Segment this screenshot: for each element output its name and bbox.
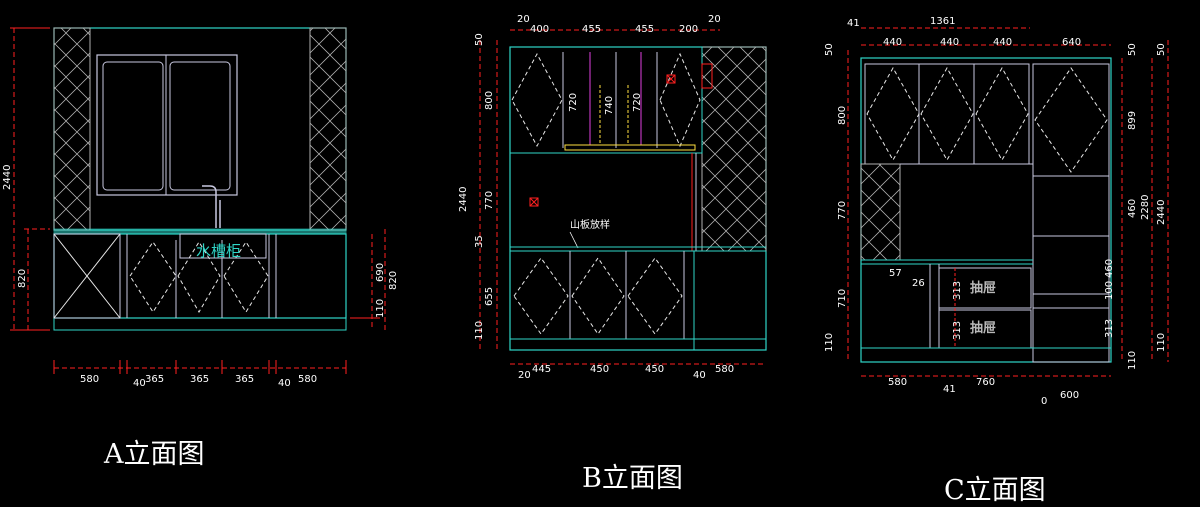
- c-dim-right-7: 110: [1127, 351, 1138, 370]
- a-dim-right-2: 110: [375, 299, 386, 318]
- c-dim-right-2: 899: [1127, 111, 1138, 130]
- c-dim-right-8: 2280: [1140, 195, 1151, 220]
- c-dim-right-6: 313: [1104, 319, 1115, 338]
- b-inner-720-a: 720: [568, 93, 579, 112]
- c-dim-bottom-5: 600: [1060, 390, 1079, 401]
- c-dim-top-2: 440: [940, 37, 959, 48]
- c-dim-inner-4: 313: [952, 321, 963, 340]
- a-stone-column-right: [309, 27, 347, 231]
- a-left-cabinet: [53, 233, 121, 319]
- c-dim-left-1: 50: [824, 43, 835, 56]
- a-dim-bottom-2: 40: [133, 378, 146, 389]
- a-dim-bottom-3: 365: [145, 374, 164, 385]
- b-dim-left-1: 50: [474, 33, 485, 46]
- c-dim-inner-2: 26: [912, 278, 925, 289]
- b-base-cabinet: [509, 250, 695, 340]
- c-dim-inner-3: 313: [952, 281, 963, 300]
- b-note-label: 山板放样: [570, 218, 610, 231]
- a-stone-column-left: [53, 27, 91, 231]
- elevation-b: 720 740 720 山板放样 20 400 455 455 200 20: [458, 14, 767, 381]
- b-dim-left-7: 110: [474, 321, 485, 340]
- caption-b: B立面图: [582, 463, 683, 494]
- c-dim-inner-1: 57: [889, 268, 902, 279]
- a-dim-bottom-5: 365: [235, 374, 254, 385]
- a-door-diagonal-1: [129, 241, 177, 313]
- b-dim-bottom-6: 580: [715, 364, 734, 375]
- b-dim-top-6: 20: [708, 14, 721, 25]
- a-faucet: [202, 185, 221, 228]
- a-dim-left-2: 820: [17, 269, 28, 288]
- c-drawer-label-1: 抽屉: [970, 280, 996, 296]
- a-dim-right-1: 690: [375, 263, 386, 282]
- c-dim-top-left: 41: [847, 18, 860, 29]
- elevation-c: 抽屉 抽屉 57 26 313 313 41 1361 440 440 440 …: [824, 16, 1169, 407]
- a-dim-right-3: 820: [388, 271, 399, 290]
- c-dim-left-2: 800: [837, 106, 848, 125]
- b-dim-left-5: 35: [474, 235, 485, 248]
- c-dim-left-5: 110: [824, 333, 835, 352]
- b-dim-top-4: 455: [635, 24, 654, 35]
- c-dim-right-4: 460: [1104, 259, 1115, 278]
- b-dim-left-3: 2440: [458, 187, 469, 212]
- c-dim-top-4: 640: [1062, 37, 1081, 48]
- b-dim-bottom-1: 20: [518, 370, 531, 381]
- b-stone-column: [701, 46, 767, 252]
- a-window-pane-left: [102, 61, 164, 191]
- c-dim-bottom-1: 580: [888, 377, 907, 388]
- c-stone-column: [860, 163, 901, 261]
- a-countertop: [53, 228, 347, 235]
- a-plinth: [53, 317, 347, 331]
- c-drawer-label-2: 抽屉: [970, 320, 996, 336]
- c-dim-right-9: 2440: [1156, 200, 1167, 225]
- b-dim-bottom-2: 445: [532, 364, 551, 375]
- elevation-a: 水槽柜 2440 820 690 110 820 580 40 365 365 …: [2, 27, 399, 389]
- b-dim-left-2: 800: [484, 91, 495, 110]
- b-inner-740: 740: [604, 96, 615, 115]
- caption-a: A立面图: [104, 439, 205, 470]
- b-dim-top-1: 20: [517, 14, 530, 25]
- a-dim-bottom-1: 580: [80, 374, 99, 385]
- a-sink-label: 水槽柜: [196, 242, 241, 260]
- c-dim-left-3: 770: [837, 201, 848, 220]
- b-dim-top-3: 455: [582, 24, 601, 35]
- c-dim-bottom-2: 41: [943, 384, 956, 395]
- a-dim-bottom-4: 365: [190, 374, 209, 385]
- b-dim-top-2: 400: [530, 24, 549, 35]
- b-dim-bottom-3: 450: [590, 364, 609, 375]
- a-sink-bowl: [179, 233, 267, 259]
- a-window-frame: [96, 54, 238, 196]
- b-dim-bottom-4: 450: [645, 364, 664, 375]
- c-dim-right-3: 460: [1127, 199, 1138, 218]
- c-dim-top-1: 440: [883, 37, 902, 48]
- c-dim-right-1: 50: [1127, 43, 1138, 56]
- c-dim-right-11: 110: [1156, 333, 1167, 352]
- c-dim-right-5: 100: [1104, 281, 1115, 300]
- a-wall-outline: [53, 27, 347, 231]
- b-dim-left-4: 770: [484, 191, 495, 210]
- c-dim-bottom-3: 760: [976, 377, 995, 388]
- a-dim-left-1: 2440: [2, 165, 13, 190]
- b-dim-bottom-5: 40: [693, 370, 706, 381]
- a-door-diagonal-3: [223, 241, 269, 313]
- c-dim-left-4: 710: [837, 289, 848, 308]
- b-inner-720-b: 720: [632, 93, 643, 112]
- c-dim-top-total: 1361: [930, 16, 955, 27]
- c-dim-right-10: 50: [1156, 43, 1167, 56]
- a-window-pane-right: [169, 61, 231, 191]
- c-dim-top-3: 440: [993, 37, 1012, 48]
- a-door-diagonal-2: [177, 241, 221, 313]
- a-dim-bottom-6: 40: [278, 378, 291, 389]
- c-dim-bottom-4: 0: [1041, 396, 1047, 407]
- caption-c: C立面图: [944, 475, 1046, 506]
- b-dim-top-5: 200: [679, 24, 698, 35]
- a-dim-bottom-7: 580: [298, 374, 317, 385]
- b-dim-left-6: 655: [484, 287, 495, 306]
